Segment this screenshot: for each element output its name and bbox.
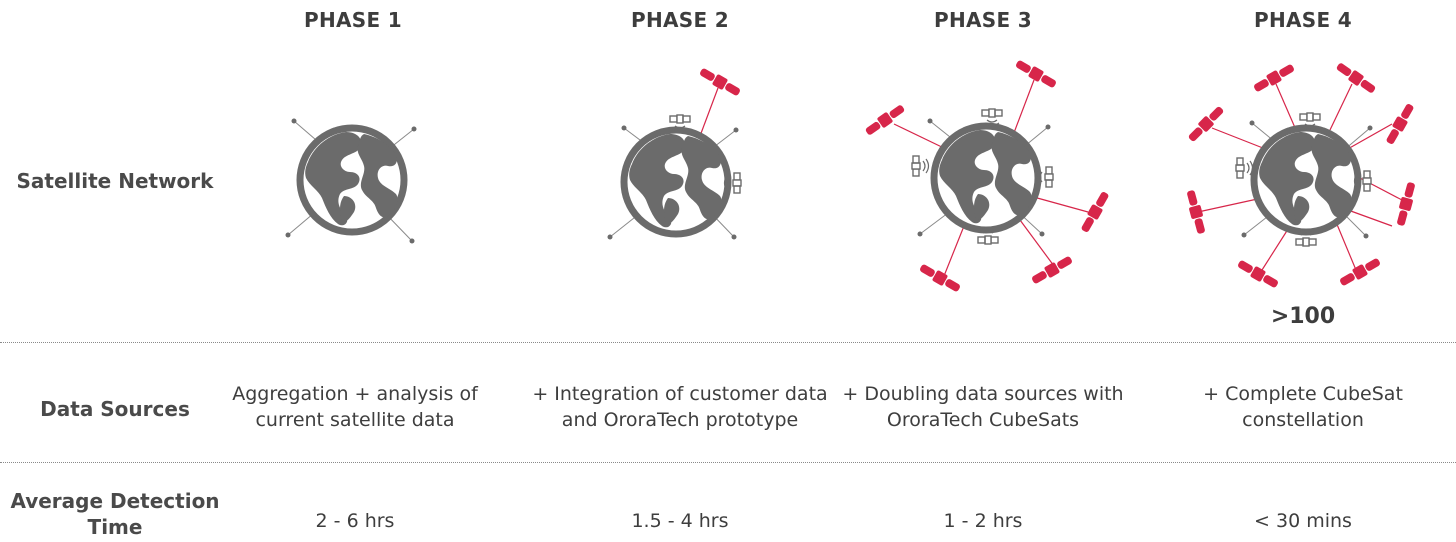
row-label-line: Average Detection — [10, 489, 220, 513]
phase-3-header: PHASE 3 — [934, 8, 1032, 32]
row-divider — [0, 462, 1456, 463]
phase-1-header: PHASE 1 — [304, 8, 402, 32]
cell-line: OroraTech CubeSats — [886, 409, 1080, 431]
row-label-satellite-network: Satellite Network — [16, 169, 214, 193]
phase-2-network — [607, 65, 743, 240]
cubesat-icon — [1251, 61, 1297, 95]
cubesat-icon — [1235, 257, 1281, 291]
cubesat-icon — [1184, 189, 1208, 235]
earth-globe-icon — [1254, 128, 1358, 232]
data-sources-cell-phase-1: Aggregation + analysis of current satell… — [205, 381, 505, 433]
earth-globe-icon — [934, 126, 1038, 230]
phase-4-satellite-count: >100 — [1270, 304, 1336, 329]
cubesat-icon — [1394, 181, 1418, 227]
phase-4-network — [1184, 60, 1418, 291]
cubesat-icon — [697, 65, 743, 99]
data-sources-cell-phase-3: + Doubling data sources with OroraTech C… — [833, 381, 1133, 433]
cell-line: + Integration of customer data — [532, 383, 828, 405]
cell-line: current satellite data — [255, 409, 455, 431]
cubesat-icon — [863, 102, 907, 138]
data-sources-cell-phase-4: + Complete CubeSat constellation — [1153, 381, 1453, 433]
cell-line: constellation — [1242, 409, 1364, 431]
cubesat-icon — [1334, 60, 1378, 96]
phase-1-network — [285, 118, 417, 244]
row-label-average-detection-time: Average Detection Time — [0, 488, 230, 540]
cubesat-icon — [917, 261, 963, 295]
detection-time-phase-4: < 30 mins — [1254, 510, 1352, 532]
cell-line: and OroraTech prototype — [561, 409, 799, 431]
cubesat-icon — [1186, 104, 1226, 144]
cell-line: Aggregation + analysis of — [232, 383, 478, 405]
earth-globe-icon — [624, 130, 728, 234]
cubesat-icon — [1337, 255, 1383, 289]
cubesat-icon — [1013, 57, 1059, 91]
row-label-data-sources: Data Sources — [40, 397, 190, 421]
row-divider — [0, 342, 1456, 343]
data-sources-cell-phase-2: + Integration of customer data and Orora… — [530, 381, 830, 433]
detection-time-phase-2: 1.5 - 4 hrs — [631, 510, 729, 532]
existing-satellite-icon — [911, 155, 930, 177]
phase-4-header: PHASE 4 — [1254, 8, 1352, 32]
phase-2-header: PHASE 2 — [631, 8, 729, 32]
cell-line: + Doubling data sources with — [842, 383, 1124, 405]
phase-3-network — [863, 57, 1112, 295]
earth-globe-icon — [300, 128, 404, 232]
row-label-line: Time — [87, 515, 143, 539]
detection-time-phase-1: 2 - 6 hrs — [315, 510, 395, 532]
cell-line: + Complete CubeSat — [1203, 383, 1403, 405]
detection-time-phase-3: 1 - 2 hrs — [943, 510, 1023, 532]
cubesat-icon — [1029, 253, 1075, 287]
existing-satellite-icon — [1235, 157, 1254, 179]
cubesat-icon — [1383, 101, 1417, 147]
cubesat-icon — [1078, 189, 1112, 235]
